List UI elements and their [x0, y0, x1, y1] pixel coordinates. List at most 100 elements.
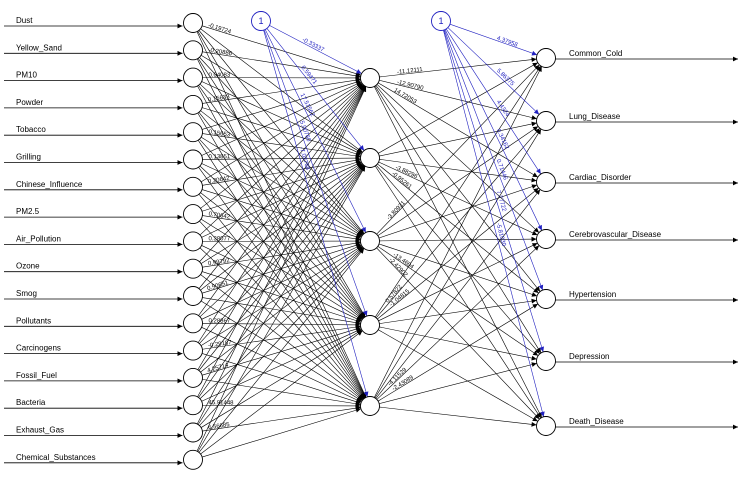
input-line-8-arrow: [177, 242, 183, 247]
input-node-5: [183, 149, 203, 170]
edge-hidden-2-output-6: [376, 247, 540, 420]
edge-bias-hidden-1-arrow: [359, 145, 365, 151]
input-line-4-arrow: [177, 132, 183, 138]
edge-hidden-1-output-3: [378, 161, 538, 236]
edge-input-1-hidden-1: [200, 54, 363, 154]
edge-hidden-1-output-5: [375, 164, 541, 355]
edge-input-0-hidden-3: [197, 31, 366, 317]
output-node-1: [536, 111, 556, 131]
edge-input-14-hidden-1: [198, 165, 365, 398]
edge-input-12-hidden-4: [201, 353, 362, 404]
edge-hidden-3-output-0: [374, 65, 542, 318]
hidden-node-3: [360, 315, 380, 335]
edge-input-9-hidden-4: [200, 274, 363, 401]
input-label-7: PM2.5: [16, 207, 40, 216]
input-node-13: [183, 367, 203, 388]
edge-hidden-4-output-0-arrow: [537, 66, 542, 73]
output-line-6-arrow: [733, 424, 738, 430]
weight-input-12: -0.29187: [208, 340, 233, 349]
edge-bias-output-5-arrow: [539, 346, 545, 352]
edge-input-10-hidden-0: [198, 85, 365, 289]
edge-hidden-2-output-1: [377, 126, 539, 236]
output-label-0: Common_Cold: [569, 49, 622, 58]
edge-hidden-4-output-1: [374, 128, 542, 399]
input-line-14-arrow: [177, 405, 183, 411]
edge-hidden-3-output-3-arrow: [531, 243, 538, 248]
edge-hidden-3-output-2: [377, 187, 539, 320]
edge-hidden-1-output-0-arrow: [532, 62, 538, 68]
edge-hidden-3-output-1: [375, 127, 541, 319]
edge-input-13-hidden-4: [202, 379, 361, 405]
edge-input-16-hidden-0: [196, 86, 367, 452]
edge-input-0-hidden-0: [201, 25, 362, 76]
edge-input-3-hidden-1: [202, 107, 361, 156]
weight-bias-output-0: 4.37958: [496, 36, 519, 49]
edge-input-11-hidden-1: [199, 164, 364, 318]
edge-input-7-hidden-0: [200, 83, 363, 209]
output-label-5: Depression: [569, 352, 609, 361]
edge-input-14-hidden-4: [202, 404, 361, 407]
weight-input-1: -0.20886: [208, 48, 233, 58]
edge-input-5-hidden-0: [201, 81, 362, 156]
edge-hidden-2-output-0-arrow: [534, 64, 540, 71]
edge-input-15-hidden-3: [200, 329, 363, 428]
input-line-12-arrow: [177, 351, 183, 356]
weight-input-0: -0.19724: [207, 23, 232, 36]
edge-bias-output-4-arrow: [538, 284, 544, 291]
edge-hidden-1-output-6: [374, 165, 542, 419]
edge-input-2-hidden-1: [201, 81, 362, 155]
input-node-11: [183, 313, 203, 334]
input-node-1: [183, 40, 203, 61]
weight-bias-output-6: -5.81030: [495, 222, 507, 247]
edge-hidden-1-output-5-arrow: [534, 348, 540, 354]
edge-input-1-hidden-3: [197, 58, 366, 318]
edge-input-6-hidden-1: [202, 159, 361, 186]
edge-hidden-2-output-3-arrow: [531, 236, 537, 242]
input-label-11: Pollutants: [16, 316, 51, 325]
edge-input-8-hidden-3: [201, 245, 362, 322]
edge-input-3-hidden-3: [198, 112, 365, 318]
edge-bias-output-5: [443, 29, 544, 353]
input-line-16-arrow: [177, 460, 183, 466]
edge-bias-hidden-3-arrow: [362, 310, 368, 317]
weight-input-2: 0.04083: [208, 73, 230, 79]
edge-bias-hidden-0-arrow: [356, 69, 362, 74]
edge-hidden-3-output-5: [379, 326, 537, 360]
input-node-4: [183, 122, 203, 143]
edge-bias-hidden-1: [266, 28, 365, 151]
edge-hidden-2-output-3: [379, 238, 537, 242]
edge-input-5-hidden-3: [199, 165, 364, 319]
input-node-10: [183, 286, 203, 306]
edge-hidden-1-output-6-arrow: [536, 412, 541, 419]
edge-hidden-3-output-4: [379, 300, 537, 324]
edge-hidden-0-output-0-arrow: [531, 57, 537, 63]
output-line-3-arrow: [733, 237, 738, 243]
edge-hidden-1-output-0: [378, 62, 538, 154]
input-label-16: Chemical_Substances: [16, 453, 96, 462]
edge-input-8-hidden-1: [201, 161, 362, 238]
input-line-2-arrow: [177, 78, 183, 83]
weight-input-7: 0.70642: [208, 211, 231, 220]
edge-bias-output-0: [449, 23, 538, 56]
edge-input-11-hidden-0: [198, 85, 365, 316]
edge-input-1-hidden-2: [199, 57, 364, 235]
edge-hidden-3-output-4-arrow: [531, 298, 537, 304]
edge-input-5-hidden-1: [202, 157, 361, 160]
edge-hidden-0-output-5: [374, 85, 542, 354]
weight-input-9: 0.99792: [208, 258, 231, 267]
hidden-node-0: [360, 68, 380, 88]
edge-hidden-4-output-6-arrow: [531, 421, 537, 427]
input-node-7: [183, 204, 203, 225]
edge-input-15-hidden-2: [199, 247, 364, 426]
edge-bias-hidden-4-arrow: [363, 391, 369, 397]
edge-input-9-hidden-3: [201, 271, 362, 323]
edge-hidden-4-output-5: [379, 363, 537, 404]
input-node-16: [183, 449, 203, 470]
edge-hidden-2-output-6-arrow: [534, 413, 540, 420]
edge-input-3-hidden-0: [202, 79, 361, 104]
output-line-1-arrow: [733, 119, 738, 125]
edge-bias-hidden-3: [263, 29, 368, 317]
output-node-4: [536, 289, 556, 309]
edge-input-12-hidden-1: [199, 164, 364, 344]
output-label-3: Cerebrovascular_Disease: [569, 230, 662, 239]
